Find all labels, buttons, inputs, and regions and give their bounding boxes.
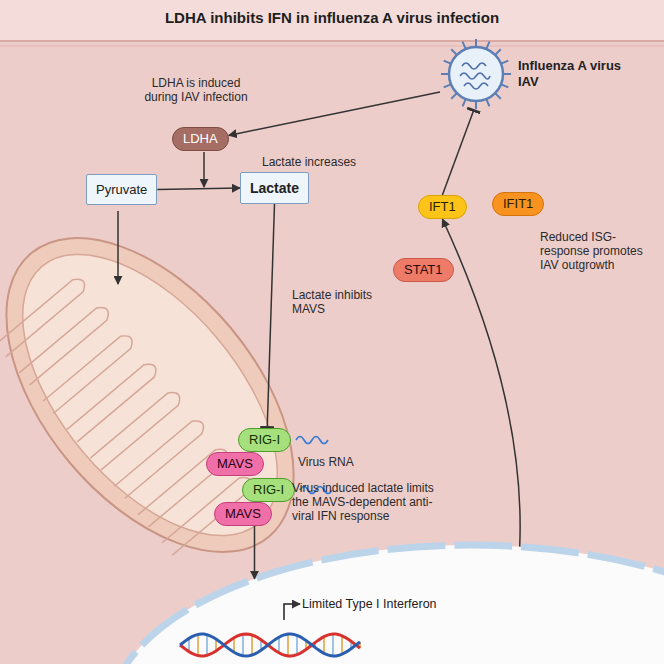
inhibition-line [442,110,473,195]
gene-arrow [284,604,300,620]
node-text: Lactate [250,180,299,196]
node-text: Pyruvate [96,182,147,197]
sensor-pill: RIG-I [242,478,295,502]
metabolite-box: Lactate [240,172,309,204]
isg-pill: IFT1 [418,195,467,219]
sensor-pill: RIG-I [238,428,291,452]
node-text: RIG-I [249,429,280,450]
adaptor-pill: MAVS [214,502,272,526]
dna-helix [180,634,360,656]
activation-arrow [229,92,440,135]
virus-icon [441,39,511,109]
annotation: LDHA is induced during IAV infection [135,76,257,104]
activation-arrow [442,219,520,547]
viral-rna [296,437,328,444]
annotation: Reduced ISG-response promotes IAV outgro… [540,230,658,272]
nucleus: Limited Type I Interferon [110,545,664,664]
annotation: Lactate increases [262,155,356,169]
node-text: Influenza A virus IAV [518,58,628,90]
node-text: RIG-I [253,479,284,500]
adaptor-pill: MAVS [206,452,264,476]
node-text: IFT1 [429,196,456,217]
mitochondrion [0,186,349,604]
activation-arrow [254,526,256,579]
cell-membrane [0,45,664,47]
annotation: Lactate inhibits MAVS [292,288,377,316]
title: LDHA inhibits IFN in influenza A virus i… [0,9,664,26]
nucleus [110,545,664,664]
cell-membrane [0,40,664,42]
metabolite-box: Pyruvate [86,174,157,205]
inhibition-line [267,204,274,428]
node-text: IFIT1 [503,193,533,214]
node-text: MAVS [225,503,261,524]
catalysis-arrow [203,152,205,187]
isg-pill: STAT1 [393,258,454,282]
activation-arrow [157,188,240,190]
node-text: LDHA [183,128,218,149]
outer-band [0,0,664,40]
node-text: Limited Type I Interferon [302,597,437,611]
node-text: STAT1 [404,259,443,280]
virus-particle: Influenza A virus IAV [440,38,628,110]
pyruvate-import-arrow [117,211,119,284]
annotation: Virus induced lactate limits the MAVS-de… [292,481,442,523]
node-text: MAVS [217,453,253,474]
isg-pill: IFIT1 [492,192,544,216]
annotation: Virus RNA [298,455,354,469]
enzyme-pill: LDHA [172,127,229,151]
